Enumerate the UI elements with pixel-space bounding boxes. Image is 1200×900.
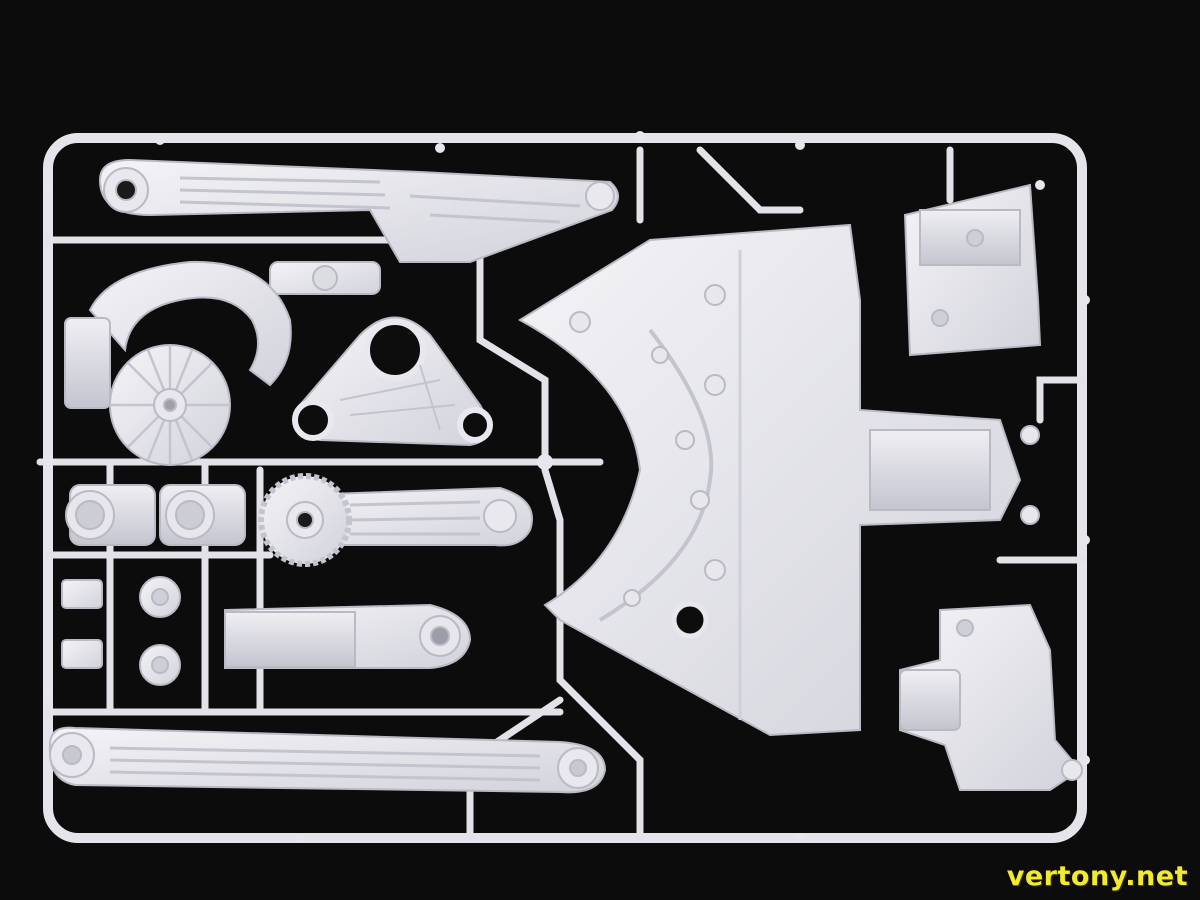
- gear-arm: [258, 473, 533, 567]
- small-parts: [61, 576, 181, 686]
- long-arm-bottom: [48, 726, 607, 794]
- box-part-top-right: [903, 183, 1042, 357]
- cylinder-parts: [65, 484, 246, 546]
- sprue-frame: [43, 133, 1087, 843]
- long-arm-top: [98, 158, 619, 263]
- watermark-text: vertony.net: [1006, 861, 1188, 892]
- triangle-bracket: [292, 316, 493, 447]
- housing-part-bottom-right: [899, 603, 1083, 791]
- central-hub-part: [518, 223, 1040, 737]
- gate-nubs: [43, 131, 1090, 843]
- clamp-part: [269, 261, 381, 295]
- wheel-arc-part: [64, 260, 292, 466]
- block-arm: [224, 603, 472, 669]
